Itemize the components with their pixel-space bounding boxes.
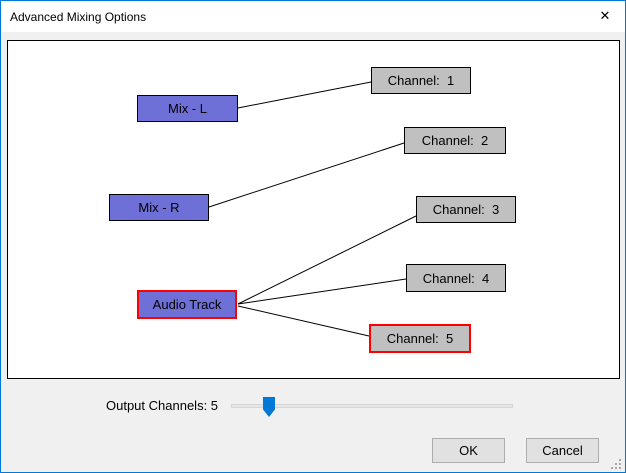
source-node-mix-l[interactable]: Mix - L (137, 95, 238, 122)
close-icon: ✕ (599, 7, 611, 23)
connection-audio-ch5 (237, 305, 370, 337)
connection-mixl-ch1 (237, 81, 372, 109)
channel-node-2[interactable]: Channel: 2 (404, 127, 506, 154)
resize-grip-icon[interactable] (610, 458, 622, 470)
source-node-mix-r[interactable]: Mix - R (109, 194, 209, 221)
cancel-button[interactable]: Cancel (526, 438, 599, 463)
title-bar[interactable]: Advanced Mixing Options ✕ (1, 1, 625, 32)
channel-node-5[interactable]: Channel: 5 (369, 324, 471, 353)
connection-audio-ch3 (237, 215, 417, 305)
window-title: Advanced Mixing Options (10, 9, 147, 24)
output-channels-slider-thumb[interactable] (263, 397, 275, 417)
connection-audio-ch4 (237, 278, 407, 305)
channel-node-1[interactable]: Channel: 1 (371, 67, 471, 94)
output-channels-label-text: Output Channels: (106, 398, 211, 413)
channel-node-4[interactable]: Channel: 4 (406, 264, 506, 292)
output-channels-slider-track[interactable] (231, 404, 513, 408)
source-node-audio-track[interactable]: Audio Track (137, 290, 237, 319)
channel-node-3[interactable]: Channel: 3 (416, 196, 516, 223)
ok-button[interactable]: OK (432, 438, 505, 463)
close-button[interactable]: ✕ (588, 1, 622, 30)
connection-mixr-ch2 (208, 142, 405, 208)
mixing-diagram-canvas: Mix - L Mix - R Audio Track Channel: 1 C… (7, 40, 620, 379)
connection-lines (208, 81, 417, 337)
output-channels-value: 5 (210, 398, 219, 413)
output-channels-label: Output Channels: 5 (106, 398, 218, 413)
